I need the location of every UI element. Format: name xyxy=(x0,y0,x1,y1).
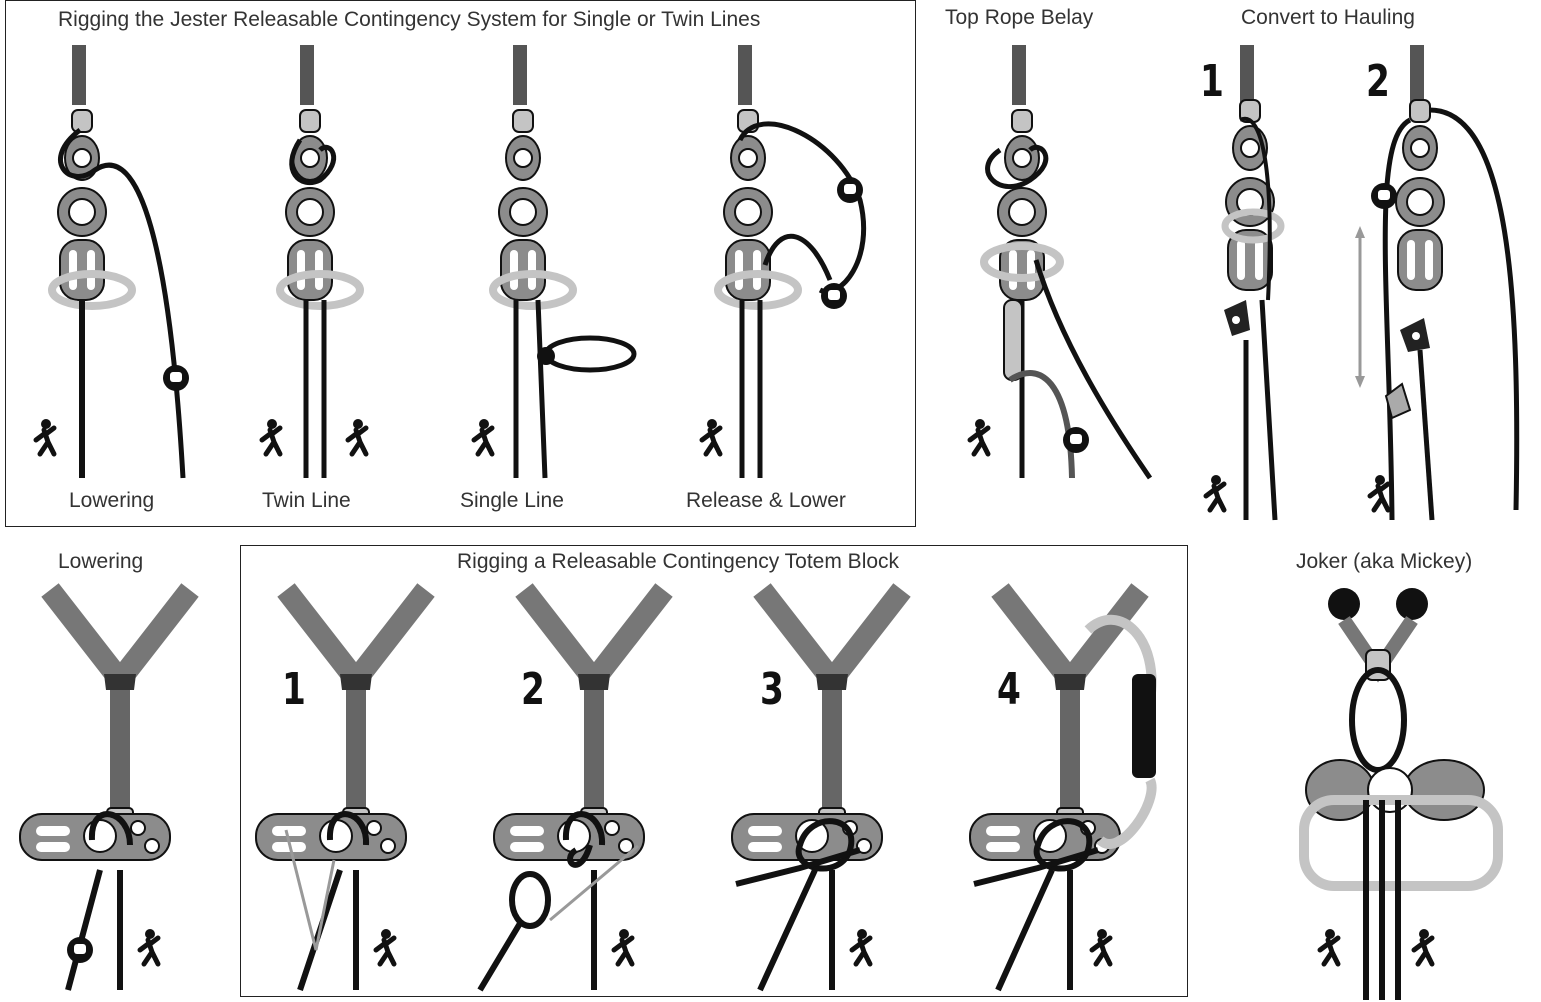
jester-twin-line xyxy=(262,45,366,478)
totem-step-4-diagram xyxy=(970,590,1156,990)
joker-diagram xyxy=(1304,588,1498,1000)
jester-single-line xyxy=(474,45,634,478)
lowering-bottom-diagram xyxy=(20,590,190,990)
hauling-step-2-diagram xyxy=(1355,45,1517,520)
totem-step-3-diagram xyxy=(732,590,902,990)
totem-step-1-diagram xyxy=(256,590,426,990)
jester-lowering xyxy=(36,45,189,478)
totem-step-2-diagram xyxy=(480,590,664,990)
top-rope-belay-diagram xyxy=(970,45,1150,478)
jester-release-lower xyxy=(702,45,864,478)
hauling-step-1-diagram xyxy=(1206,45,1281,520)
